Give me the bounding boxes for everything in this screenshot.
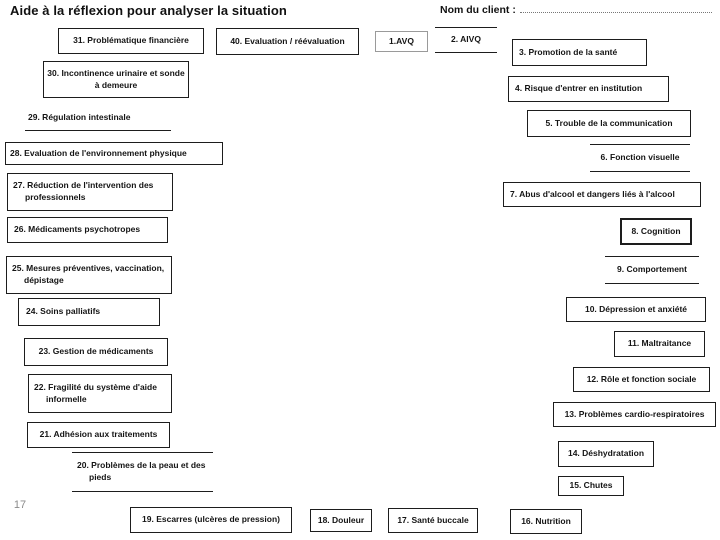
assessment-box-29: 29. Régulation intestinale [25, 106, 171, 131]
assessment-box-10: 10. Dépression et anxiété [566, 297, 706, 322]
assessment-box-15: 15. Chutes [558, 476, 624, 496]
assessment-box-16-label: 16. Nutrition [521, 515, 571, 526]
assessment-box-1-label: 1.AVQ [389, 35, 414, 46]
client-name-label: Nom du client : [440, 4, 516, 16]
client-name-field: Nom du client : [440, 4, 714, 16]
page-number: 17 [13, 499, 27, 511]
assessment-box-24-label: 24. Soins palliatifs [26, 306, 101, 317]
assessment-box-7: 7. Abus d'alcool et dangers liés à l'alc… [503, 182, 701, 207]
assessment-box-22: 22. Fragilité du système d'aide informel… [28, 374, 172, 413]
assessment-box-18: 18. Douleur [310, 509, 372, 532]
assessment-box-1: 1.AVQ [375, 31, 428, 52]
assessment-box-19: 19. Escarres (ulcères de pression) [130, 507, 292, 533]
assessment-box-23-label: 23. Gestion de médicaments [38, 346, 154, 357]
assessment-box-8-label: 8. Cognition [631, 225, 681, 236]
assessment-box-5: 5. Trouble de la communication [527, 110, 691, 137]
page-title: Aide à la réflexion pour analyser la sit… [10, 3, 287, 18]
assessment-box-7-label: 7. Abus d'alcool et dangers liés à l'alc… [510, 188, 675, 199]
assessment-box-30-label: 30. Incontinence urinaire et sonde à dem… [47, 67, 185, 90]
assessment-box-9-label: 9. Comportement [617, 264, 687, 275]
assessment-box-5-label: 5. Trouble de la communication [545, 117, 673, 128]
assessment-box-40-label: 40. Evaluation / réévaluation [230, 35, 345, 46]
assessment-box-3-label: 3. Promotion de la santé [519, 46, 618, 57]
assessment-box-3: 3. Promotion de la santé [512, 39, 647, 66]
assessment-box-31: 31. Problématique financière [58, 28, 204, 54]
assessment-box-20: 20. Problèmes de la peau et des pieds [72, 452, 213, 492]
assessment-box-8: 8. Cognition [620, 218, 692, 245]
assessment-box-6-label: 6. Fonction visuelle [600, 152, 680, 163]
assessment-box-25-label: 25. Mesures préventives, vaccination, dé… [12, 263, 165, 285]
assessment-box-28: 28. Evaluation de l'environnement physiq… [5, 142, 223, 165]
assessment-box-30: 30. Incontinence urinaire et sonde à dem… [43, 61, 189, 98]
assessment-box-26-label: 26. Médicaments psychotropes [14, 224, 141, 235]
assessment-box-4-label: 4. Risque d'entrer en institution [515, 83, 643, 94]
assessment-box-23: 23. Gestion de médicaments [24, 338, 168, 366]
assessment-box-2-label: 2. AIVQ [451, 34, 481, 45]
assessment-box-14: 14. Déshydratation [558, 441, 654, 467]
assessment-box-9: 9. Comportement [605, 256, 699, 284]
assessment-box-27: 27. Réduction de l'intervention des prof… [7, 173, 173, 211]
assessment-box-18-label: 18. Douleur [317, 514, 365, 525]
assessment-box-12-label: 12. Rôle et fonction sociale [586, 373, 697, 384]
assessment-box-6: 6. Fonction visuelle [590, 144, 690, 172]
assessment-box-4: 4. Risque d'entrer en institution [508, 76, 669, 102]
assessment-box-13-label: 13. Problèmes cardio-respiratoires [564, 408, 705, 419]
assessment-box-22-label: 22. Fragilité du système d'aide informel… [34, 381, 157, 404]
assessment-box-11-label: 11. Maltraitance [627, 338, 692, 349]
assessment-box-20-label: 20. Problèmes de la peau et des pieds [77, 460, 206, 482]
assessment-box-16: 16. Nutrition [510, 509, 582, 534]
assessment-box-12: 12. Rôle et fonction sociale [573, 367, 710, 392]
assessment-box-24: 24. Soins palliatifs [18, 298, 160, 326]
client-name-fill-line [519, 4, 712, 13]
assessment-box-10-label: 10. Dépression et anxiété [584, 303, 688, 314]
assessment-box-13: 13. Problèmes cardio-respiratoires [553, 402, 716, 427]
assessment-box-14-label: 14. Déshydratation [567, 448, 645, 459]
assessment-box-25: 25. Mesures préventives, vaccination, dé… [6, 256, 172, 294]
assessment-box-2: 2. AIVQ [435, 27, 497, 53]
assessment-box-40: 40. Evaluation / réévaluation [216, 28, 359, 55]
assessment-box-15-label: 15. Chutes [569, 480, 613, 491]
assessment-box-17-label: 17. Santé buccale [397, 514, 469, 525]
assessment-box-19-label: 19. Escarres (ulcères de pression) [142, 514, 280, 525]
assessment-box-28-label: 28. Evaluation de l'environnement physiq… [10, 147, 187, 158]
assessment-box-31-label: 31. Problématique financière [73, 35, 189, 46]
assessment-box-27-label: 27. Réduction de l'intervention des prof… [13, 180, 154, 202]
assessment-box-21-label: 21. Adhésion aux traitements [39, 429, 158, 440]
assessment-box-29-label: 29. Régulation intestinale [28, 112, 131, 123]
assessment-box-21: 21. Adhésion aux traitements [27, 422, 170, 448]
assessment-box-17: 17. Santé buccale [388, 508, 478, 533]
assessment-box-11: 11. Maltraitance [614, 331, 705, 357]
assessment-box-26: 26. Médicaments psychotropes [7, 217, 168, 243]
